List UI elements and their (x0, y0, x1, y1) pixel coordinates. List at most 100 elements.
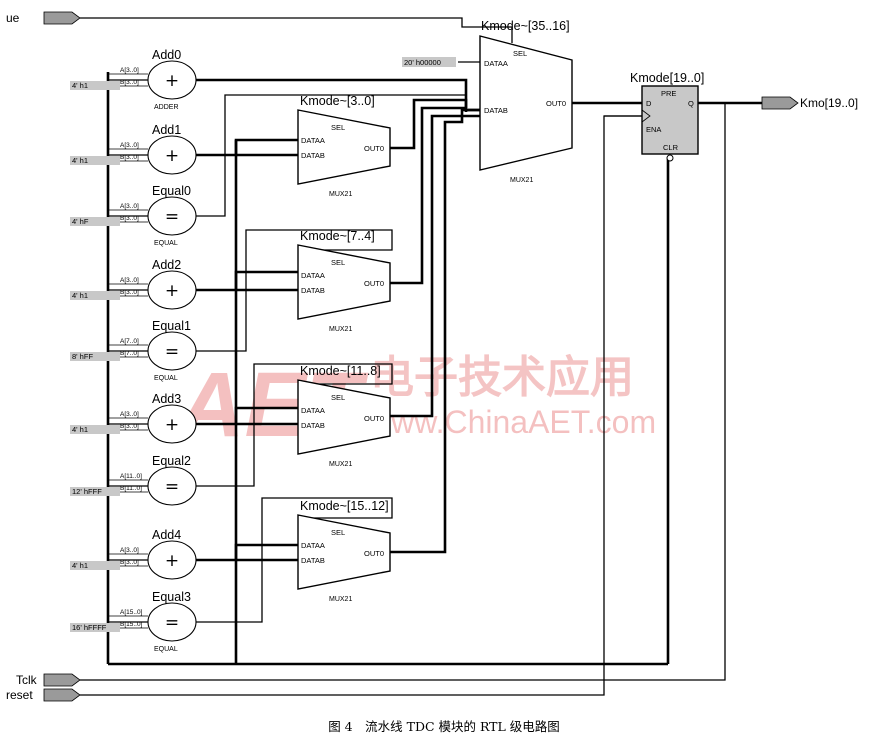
port-ue: ue (6, 11, 81, 25)
port-reset-label: reset (6, 688, 33, 702)
big-mux-const: 20' h00000 (404, 58, 441, 67)
mux-name: Kmode~[7..4] (300, 229, 375, 243)
mux-datab: DATAB (301, 286, 325, 295)
adder-pin-a: A[11..0] (120, 473, 142, 480)
port-reset: reset (6, 688, 81, 702)
adder-pin-a: A[7..0] (120, 338, 139, 345)
mux-sel: SEL (331, 393, 345, 402)
register-ena: ENA (646, 125, 661, 134)
big-mux-out: OUT0 (546, 99, 566, 108)
adder-operator: = (165, 477, 179, 497)
mux-out: OUT0 (364, 549, 384, 558)
adder-name: Equal1 (152, 319, 191, 333)
watermark: AET 电子技术应用 www.ChinaAET.com (176, 352, 656, 456)
adder-name: Equal2 (152, 454, 191, 468)
mux-dataa: DATAA (301, 136, 325, 145)
register-name: Kmode[19..0] (630, 71, 704, 85)
adder-operator: + (165, 146, 179, 166)
adder-pin-a: A[3..0] (120, 277, 139, 284)
mux-sel: SEL (331, 528, 345, 537)
port-tclk-label: Tclk (16, 673, 38, 687)
adder-const: 4' h1 (72, 81, 88, 90)
adder-block: 4' h1 A[3..0] B[3..0] + Add4 (70, 528, 197, 580)
mux-sel: SEL (331, 123, 345, 132)
adder-name: Add1 (152, 123, 181, 137)
mux-name: Kmode~[3..0] (300, 94, 375, 108)
mux-out: OUT0 (364, 414, 384, 423)
adder-pin-a: A[3..0] (120, 547, 139, 554)
big-mux: Kmode~[35..16] SEL DATAA DATAB OUT0 MUX2… (402, 19, 573, 184)
adder-operator: + (165, 551, 179, 571)
adder-body (147, 466, 197, 506)
adder-const: 4' h1 (72, 291, 88, 300)
mux-type: MUX21 (329, 191, 352, 198)
adder-type: ADDER (154, 104, 179, 111)
adder-pin-b: B[3..0] (120, 559, 139, 566)
mux-dataa: DATAA (301, 271, 325, 280)
adder-const: 8' hFF (72, 352, 93, 361)
adder-pin-a: A[3..0] (120, 203, 139, 210)
mux-datab: DATAB (301, 151, 325, 160)
adder-pin-b: B[3..0] (120, 289, 139, 296)
adder-body (147, 404, 197, 444)
mux-name: Kmode~[15..12] (300, 499, 389, 513)
adder-operator: + (165, 415, 179, 435)
big-mux-dataa: DATAA (484, 59, 508, 68)
big-mux-type: MUX21 (510, 177, 533, 184)
adder-name: Equal3 (152, 590, 191, 604)
adder-pin-b: B[11..0] (120, 485, 142, 492)
figure-caption: 图 4 流水线 TDC 模块的 RTL 级电路图 (328, 719, 560, 734)
mux-datab: DATAB (301, 556, 325, 565)
mux-datab: DATAB (301, 421, 325, 430)
mux-dataa: DATAA (301, 406, 325, 415)
adder-pin-b: B[3..0] (120, 423, 139, 430)
mux-dataa: DATAA (301, 541, 325, 550)
adder-operator: + (165, 281, 179, 301)
port-ue-label: ue (6, 11, 20, 25)
watermark-chinese: 电子技术应用 (370, 352, 634, 403)
adder-body (147, 331, 197, 371)
watermark-url: www.ChinaAET.com (367, 404, 656, 440)
adder-block: 4' h1 A[3..0] B[3..0] + Add3 (70, 392, 197, 444)
register-q: Q (688, 99, 694, 108)
register-pre: PRE (661, 89, 676, 98)
adder-name: Add3 (152, 392, 181, 406)
mux-sel: SEL (331, 258, 345, 267)
adder-type: EQUAL (154, 646, 178, 653)
adder-body (147, 540, 197, 580)
port-output: Kmo[19..0] (761, 96, 858, 110)
adder-block: 4' h1A[3..0]B[3..0]+Add2 (70, 258, 197, 310)
adder-pin-b: B[3..0] (120, 154, 139, 161)
adder-pin-a: A[3..0] (120, 67, 139, 74)
adder-block: 4' h1A[3..0]B[3..0]+Add1 (70, 123, 197, 175)
adder-name: Add4 (152, 528, 181, 542)
adder-const: 16' hFFFF (72, 623, 107, 632)
mux-type: MUX21 (329, 596, 352, 603)
adder-operator: = (165, 613, 179, 633)
port-tclk: Tclk (16, 673, 81, 687)
adder-body (147, 135, 197, 175)
adder-pin-b: B[15..0] (120, 621, 143, 628)
mux-out: OUT0 (364, 144, 384, 153)
adder-const: 4' h1 (72, 425, 88, 434)
big-mux-datab: DATAB (484, 106, 508, 115)
big-mux-sel: SEL (513, 49, 527, 58)
adder-body (147, 60, 197, 100)
adder-operator: = (165, 207, 179, 227)
adder-type: EQUAL (154, 240, 178, 247)
adder-const: 12' hFFF (72, 487, 102, 496)
adder-const: 4' h1 (72, 561, 88, 570)
mux-group: Kmode~[3..0]SELDATAADATABOUT0MUX21Kmode~… (297, 94, 391, 603)
adder-const: 4' h1 (72, 156, 88, 165)
wiring (80, 17, 762, 696)
adder-pin-a: A[3..0] (120, 411, 139, 418)
adder-body (147, 602, 197, 642)
adder-pin-b: B[7..0] (120, 350, 139, 357)
